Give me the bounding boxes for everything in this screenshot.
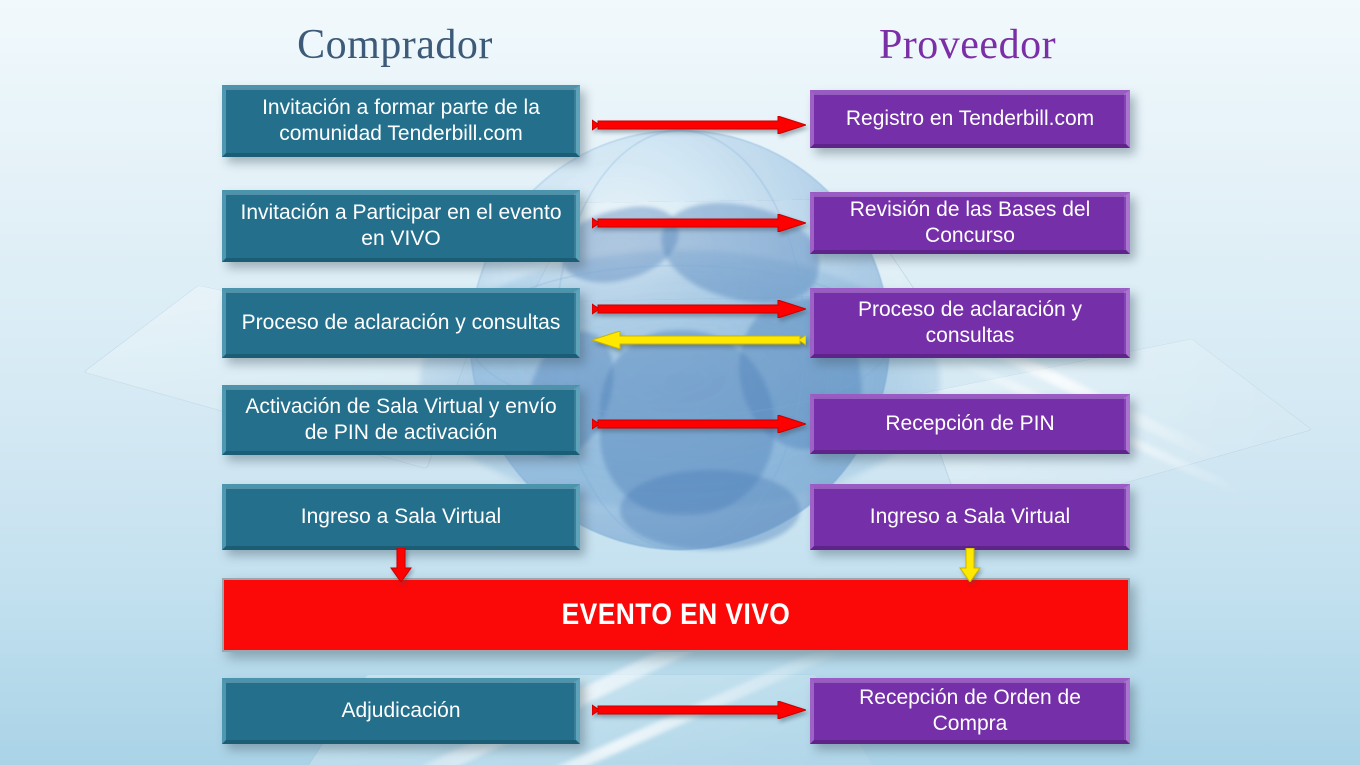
globe-landmass (654, 194, 826, 311)
column-title-buyer: Comprador (297, 22, 493, 68)
buyer-step-5[interactable]: Ingreso a Sala Virtual (222, 484, 580, 550)
live-event-label: EVENTO EN VIVO (561, 598, 791, 631)
arrow-right-invitacion-evento-icon (592, 214, 806, 232)
buyer-step-2[interactable]: Invitación a Participar en el evento en … (222, 190, 580, 262)
column-title-supplier: Proveedor (878, 22, 1057, 68)
arrow-right-adjudicacion-icon (592, 701, 806, 719)
globe-landmass (620, 470, 800, 550)
buyer-step-5-label: Ingreso a Sala Virtual (300, 504, 502, 528)
supplier-step-2-label: Revisión de las Bases del Concurso (849, 197, 1091, 247)
supplier-step-6-label: Recepción de Orden de Compra (859, 685, 1081, 735)
supplier-step-3[interactable]: Proceso de aclaración y consultas (810, 288, 1130, 358)
supplier-step-5-label: Ingreso a Sala Virtual (869, 504, 1071, 528)
supplier-step-3-label: Proceso de aclaración y consultas (857, 297, 1083, 347)
buyer-step-3-label: Proceso de aclaración y consultas (241, 310, 561, 334)
live-event-bar[interactable]: EVENTO EN VIVO (222, 578, 1130, 652)
buyer-step-4[interactable]: Activación de Sala Virtual y envío de PI… (222, 385, 580, 455)
buyer-step-4-label: Activación de Sala Virtual y envío de PI… (245, 394, 557, 444)
supplier-step-6[interactable]: Recepción de Orden de Compra (810, 678, 1130, 744)
buyer-step-6[interactable]: Adjudicación (222, 678, 580, 744)
arrow-right-activacion-pin-icon (592, 415, 806, 433)
buyer-step-2-label: Invitación a Participar en el evento en … (240, 200, 562, 250)
buyer-step-6-label: Adjudicación (341, 698, 461, 722)
supplier-step-1[interactable]: Registro en Tenderbill.com (810, 90, 1130, 148)
buyer-step-1[interactable]: Invitación a formar parte de la comunida… (222, 85, 580, 157)
arrow-down-buyer-to-live-icon (390, 548, 412, 582)
arrow-right-registro-icon (592, 116, 806, 134)
supplier-step-4[interactable]: Recepción de PIN (810, 394, 1130, 454)
buyer-step-3[interactable]: Proceso de aclaración y consultas (222, 288, 580, 358)
supplier-step-2[interactable]: Revisión de las Bases del Concurso (810, 192, 1130, 254)
supplier-step-5[interactable]: Ingreso a Sala Virtual (810, 484, 1130, 550)
arrow-down-supplier-to-live-icon (959, 548, 981, 582)
buyer-step-1-label: Invitación a formar parte de la comunida… (262, 95, 540, 145)
arrow-left-aclaracion-icon (592, 331, 806, 349)
arrow-right-aclaracion-icon (592, 300, 806, 318)
supplier-step-1-label: Registro en Tenderbill.com (845, 106, 1095, 130)
supplier-step-4-label: Recepción de PIN (885, 411, 1055, 435)
